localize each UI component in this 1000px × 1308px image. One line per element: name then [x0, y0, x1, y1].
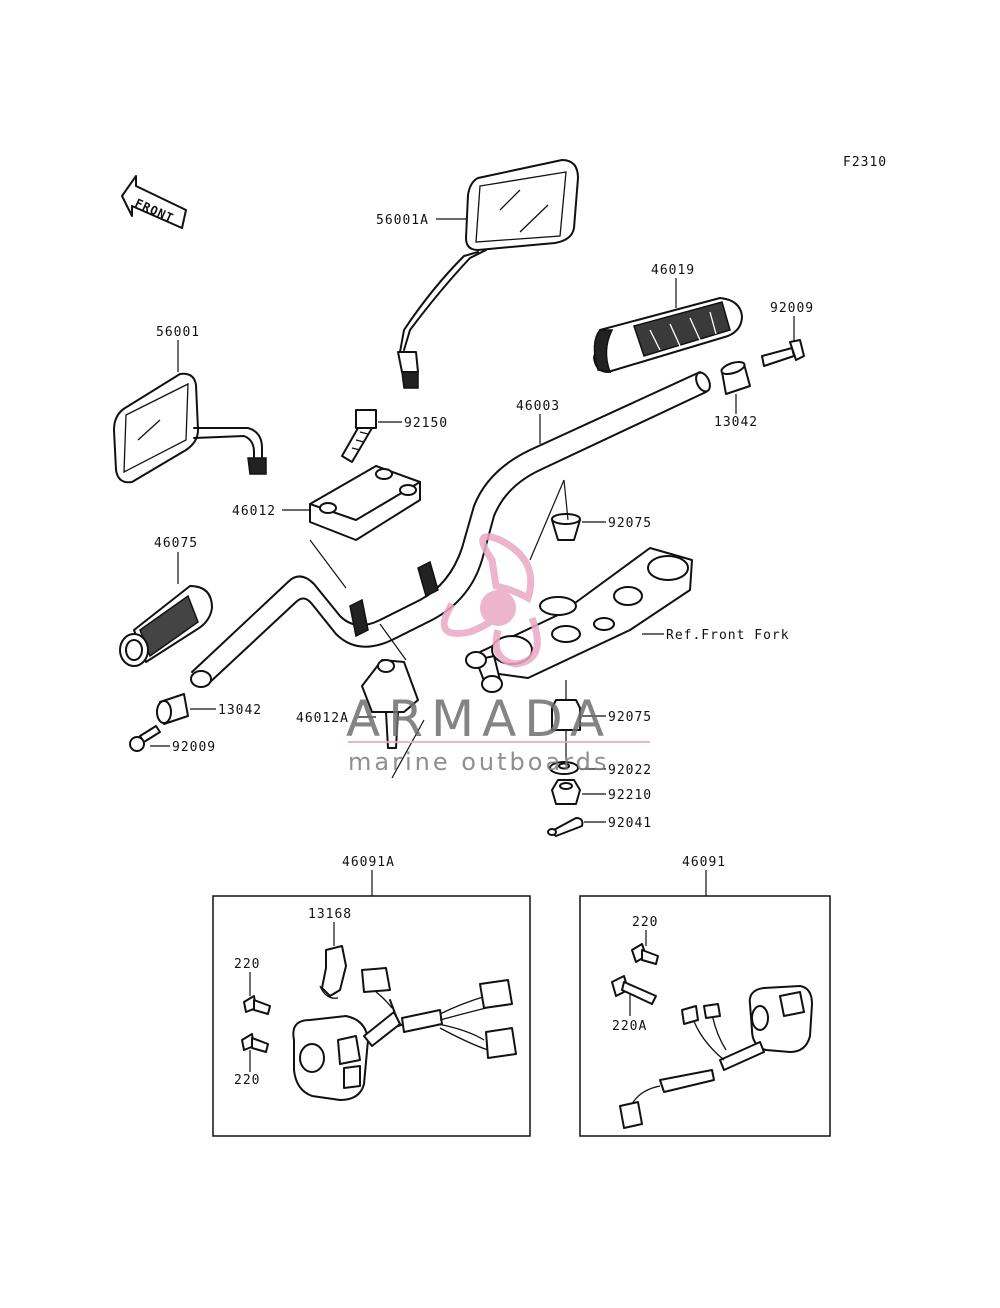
watermark-tagline: marine outboards	[348, 748, 609, 776]
label-mirror-right: 56001A	[376, 213, 429, 228]
watermark: ARMADA marine outboards	[346, 533, 650, 776]
screw-r1	[631, 943, 659, 965]
holder-lower	[361, 623, 425, 779]
switch-left	[292, 967, 517, 1101]
grip-right	[593, 297, 743, 373]
label-screw-r2: 220A	[612, 1019, 647, 1034]
mirror-left	[113, 372, 267, 484]
label-holder-upper: 46012	[232, 504, 276, 519]
label-switch-left-assy: 46091A	[342, 855, 395, 870]
label-screw-r1: 220	[632, 915, 658, 930]
label-holder-lower: 46012A	[296, 711, 349, 726]
front-arrow-icon: FRONT	[121, 175, 187, 229]
label-bushing-upper: 92075	[608, 516, 652, 531]
label-weight-right: 13042	[714, 415, 758, 430]
propeller-logo-icon	[440, 533, 541, 668]
label-bolt-end-right: 92009	[770, 301, 814, 316]
grip-left	[119, 585, 213, 667]
label-weight-left: 13042	[218, 703, 262, 718]
watermark-brand: ARMADA	[346, 690, 612, 748]
handlebar	[190, 371, 711, 688]
bushing-upper	[529, 479, 581, 561]
screw-r2	[611, 975, 657, 1005]
label-bushing-lower: 92075	[608, 710, 652, 725]
label-switch-right-assy: 46091	[682, 855, 726, 870]
label-handlebar: 46003	[516, 399, 560, 414]
label-screw-l2: 220	[234, 1073, 260, 1088]
label-clamp: 13168	[308, 907, 352, 922]
label-pin: 92041	[608, 816, 652, 831]
label-screw-l1: 220	[234, 957, 260, 972]
weight-left	[156, 693, 189, 725]
label-bolt-holder: 92150	[404, 416, 448, 431]
label-bolt-end-left: 92009	[172, 740, 216, 755]
screw-l1	[243, 995, 271, 1015]
screw-l2	[241, 1033, 269, 1053]
clamp	[319, 945, 347, 999]
cotter-pin	[547, 817, 584, 837]
label-mirror-left: 56001	[156, 325, 200, 340]
holder-upper	[309, 465, 421, 589]
label-grip-right: 46019	[651, 263, 695, 278]
switch-right	[619, 985, 813, 1129]
fork-bracket	[465, 547, 693, 693]
label-washer: 92022	[608, 763, 652, 778]
weight-right	[720, 360, 751, 395]
nut	[551, 779, 581, 805]
switch-right-box	[579, 895, 831, 1137]
bolt-holder	[341, 409, 377, 463]
bolt-end-left	[129, 725, 161, 752]
washer	[549, 761, 579, 775]
switch-left-box	[212, 895, 531, 1137]
label-nut: 92210	[608, 788, 652, 803]
label-grip-left: 46075	[154, 536, 198, 551]
mirror-right	[397, 159, 579, 389]
label-bracket-ref: Ref.Front Fork	[666, 628, 790, 643]
bolt-end-right	[761, 339, 805, 367]
figure-id: F2310	[843, 155, 887, 170]
bushing-lower	[551, 680, 581, 760]
